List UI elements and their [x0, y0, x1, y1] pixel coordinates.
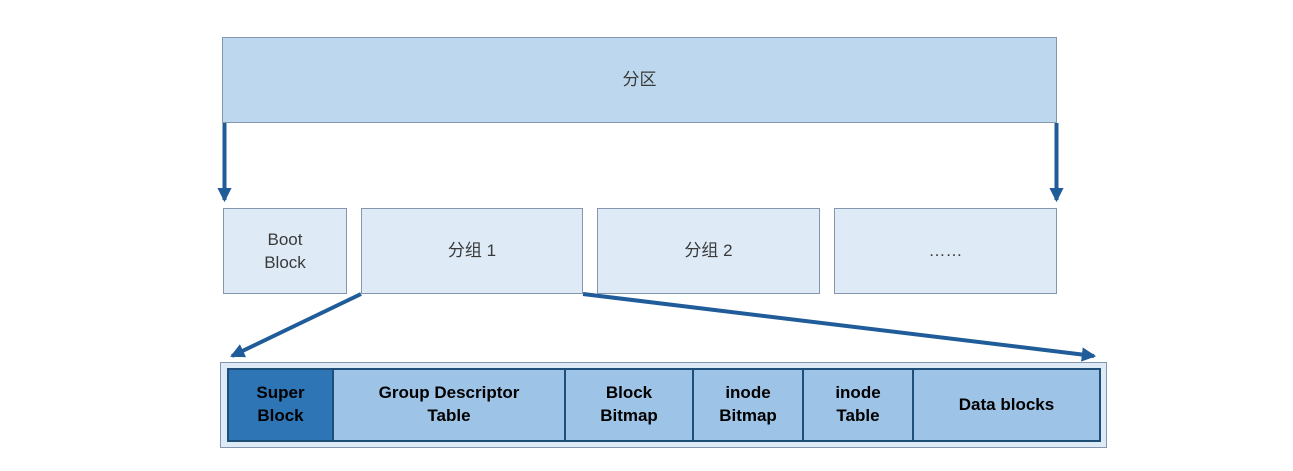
group-2-label: 分组 2 — [684, 241, 733, 261]
cell-super-block: Super Block — [229, 370, 334, 440]
partition-label: 分区 — [622, 70, 657, 90]
group-1-label: 分组 1 — [447, 241, 497, 261]
expand-line-left-icon — [230, 292, 362, 358]
cell-inode-bitmap: inode Bitmap — [694, 370, 804, 440]
boot-block-box: Boot Block — [223, 208, 347, 294]
expand-line-right-icon — [582, 292, 1097, 362]
group-2-box: 分组 2 — [597, 208, 820, 294]
cell-inode-bitmap-label: inode Bitmap — [719, 383, 777, 425]
more-groups-box: …… — [834, 208, 1057, 294]
more-groups-label: …… — [928, 241, 963, 261]
cell-data-blocks-label: Data blocks — [958, 394, 1055, 414]
cell-inode-table: inode Table — [804, 370, 914, 440]
boot-block-label: Boot Block — [264, 229, 306, 272]
cell-group-descriptor-table: Group Descriptor Table — [334, 370, 566, 440]
cell-super-block-label: Super Block — [256, 383, 305, 425]
cell-data-blocks: Data blocks — [914, 370, 1099, 440]
group-1-box: 分组 1 — [361, 208, 583, 294]
cell-block-bitmap-label: Block Bitmap — [600, 383, 658, 425]
partition-box: 分区 — [222, 37, 1057, 123]
group-detail-row: Super Block Group Descriptor Table Block… — [227, 368, 1101, 442]
cell-group-descriptor-table-label: Group Descriptor Table — [378, 383, 520, 425]
cell-inode-table-label: inode Table — [835, 383, 881, 425]
cell-block-bitmap: Block Bitmap — [566, 370, 694, 440]
